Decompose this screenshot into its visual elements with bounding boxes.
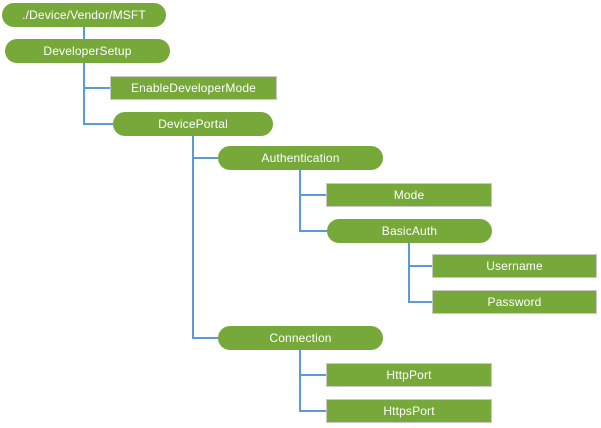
tree-connector-connection-to-httpport — [299, 350, 326, 376]
tree-connector-deviceportal-to-authentication — [192, 136, 218, 159]
tree-node-httpsport[interactable]: HttpsPort — [326, 399, 492, 423]
tree-node-httpport[interactable]: HttpPort — [326, 363, 492, 387]
tree-connector-developersetup-to-deviceportal — [83, 63, 113, 125]
tree-node-root[interactable]: ./Device/Vendor/MSFT — [2, 3, 166, 27]
tree-node-label: HttpsPort — [383, 404, 435, 418]
tree-node-label: BasicAuth — [381, 224, 438, 238]
tree-node-enabledevelopermode[interactable]: EnableDeveloperMode — [110, 76, 277, 100]
tree-node-password[interactable]: Password — [432, 290, 597, 314]
tree-node-label: Authentication — [261, 151, 340, 165]
tree-node-label: ./Device/Vendor/MSFT — [22, 8, 146, 22]
tree-node-label: EnableDeveloperMode — [131, 81, 256, 95]
tree-node-label: Password — [487, 295, 542, 309]
tree-node-label: Connection — [269, 331, 332, 345]
tree-node-label: HttpPort — [386, 368, 432, 382]
tree-node-label: DeveloperSetup — [43, 44, 132, 58]
tree-connector-basicauth-to-password — [408, 243, 432, 303]
tree-connector-authentication-to-basicauth — [299, 170, 327, 232]
tree-connector-developersetup-to-enabledevelopermode — [83, 63, 110, 89]
tree-connector-basicauth-to-username — [408, 243, 432, 267]
tree-connector-connection-to-httpsport — [299, 350, 326, 412]
tree-node-developersetup[interactable]: DeveloperSetup — [5, 39, 170, 63]
tree-connector-deviceportal-to-connection — [192, 136, 218, 339]
tree-node-mode[interactable]: Mode — [326, 183, 492, 207]
tree-node-deviceportal[interactable]: DevicePortal — [113, 112, 273, 136]
tree-node-basicauth[interactable]: BasicAuth — [327, 219, 492, 243]
tree-node-connection[interactable]: Connection — [218, 326, 383, 350]
tree-node-label: Mode — [393, 188, 425, 202]
tree-node-label: DevicePortal — [158, 117, 228, 131]
tree-node-username[interactable]: Username — [432, 254, 597, 278]
tree-node-authentication[interactable]: Authentication — [218, 146, 383, 170]
tree-node-label: Username — [486, 259, 543, 273]
tree-connector-authentication-to-mode — [299, 170, 326, 196]
